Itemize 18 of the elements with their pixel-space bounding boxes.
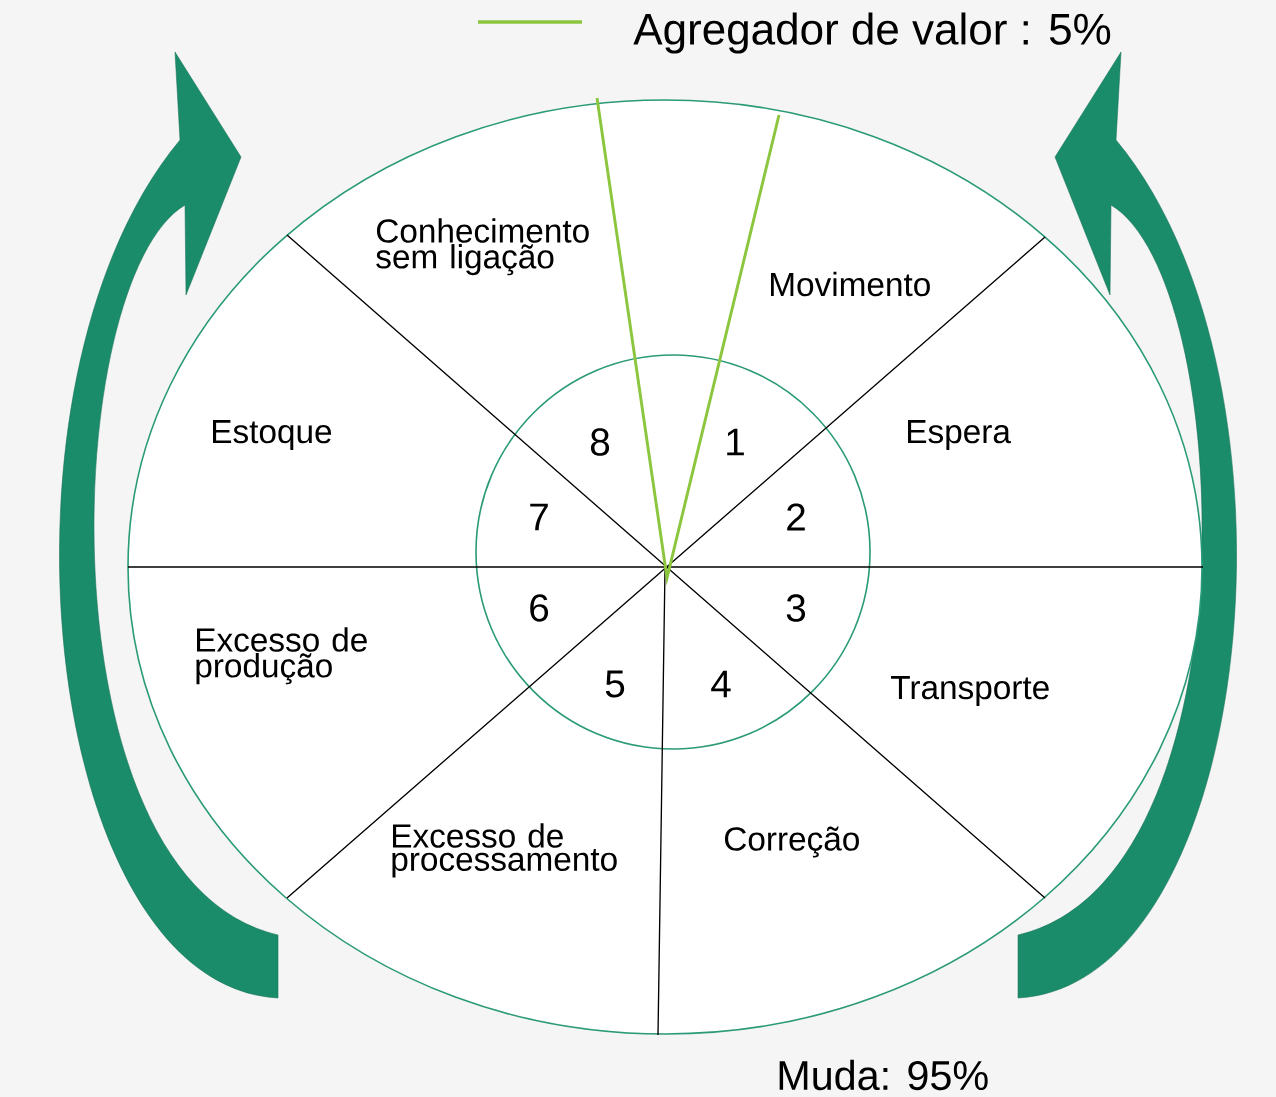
sector-label: Transporte xyxy=(891,676,1049,706)
sector-label: Correção xyxy=(724,826,859,858)
sector-number: 1 xyxy=(727,428,744,456)
sector-number: 5 xyxy=(605,670,625,698)
sector-label: Excesso de processamento xyxy=(392,823,617,878)
sector-label: Movimento xyxy=(771,271,930,297)
sector-label: Excesso de produção xyxy=(196,627,367,685)
sector-number: 4 xyxy=(711,670,731,698)
sector-number: 2 xyxy=(787,503,805,531)
sector-label: Conhecimento sem ligação xyxy=(376,218,589,276)
sector-number: 8 xyxy=(590,428,610,456)
sector-number: 3 xyxy=(786,594,806,622)
legend-label: Agregador de valor : 5% xyxy=(633,12,1111,54)
sector-label: Espera xyxy=(908,420,1011,450)
sector-label: Estoque xyxy=(213,420,332,450)
percent-label: Muda: 95% xyxy=(779,1059,988,1091)
sector-number: 7 xyxy=(530,503,548,531)
sector-number: 6 xyxy=(530,594,549,622)
